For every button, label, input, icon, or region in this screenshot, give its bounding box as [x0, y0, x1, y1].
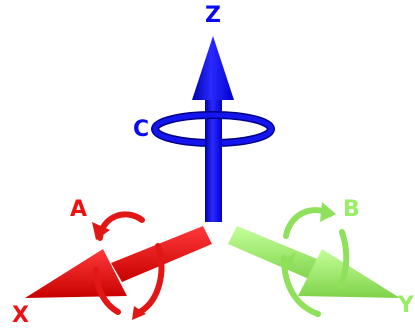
- c-rotation-label: C: [133, 117, 149, 142]
- y-axis-label: Y: [397, 293, 415, 318]
- y-axis-head: [298, 249, 400, 298]
- c-rotation-ring: [151, 111, 275, 147]
- x-axis-arrow: [25, 226, 212, 298]
- b-rotation-ring: [281, 202, 350, 317]
- z-axis-head: [192, 36, 234, 100]
- b-rotation-label: B: [343, 197, 360, 222]
- y-axis-arrow: [228, 226, 400, 298]
- a-rotation-ring: [92, 211, 165, 320]
- a-rotation-label: A: [70, 197, 87, 222]
- z-axis-label: Z: [205, 3, 221, 28]
- x-axis-label: X: [12, 303, 29, 328]
- x-axis-head: [25, 249, 127, 298]
- y-axis-shaft: [228, 226, 327, 282]
